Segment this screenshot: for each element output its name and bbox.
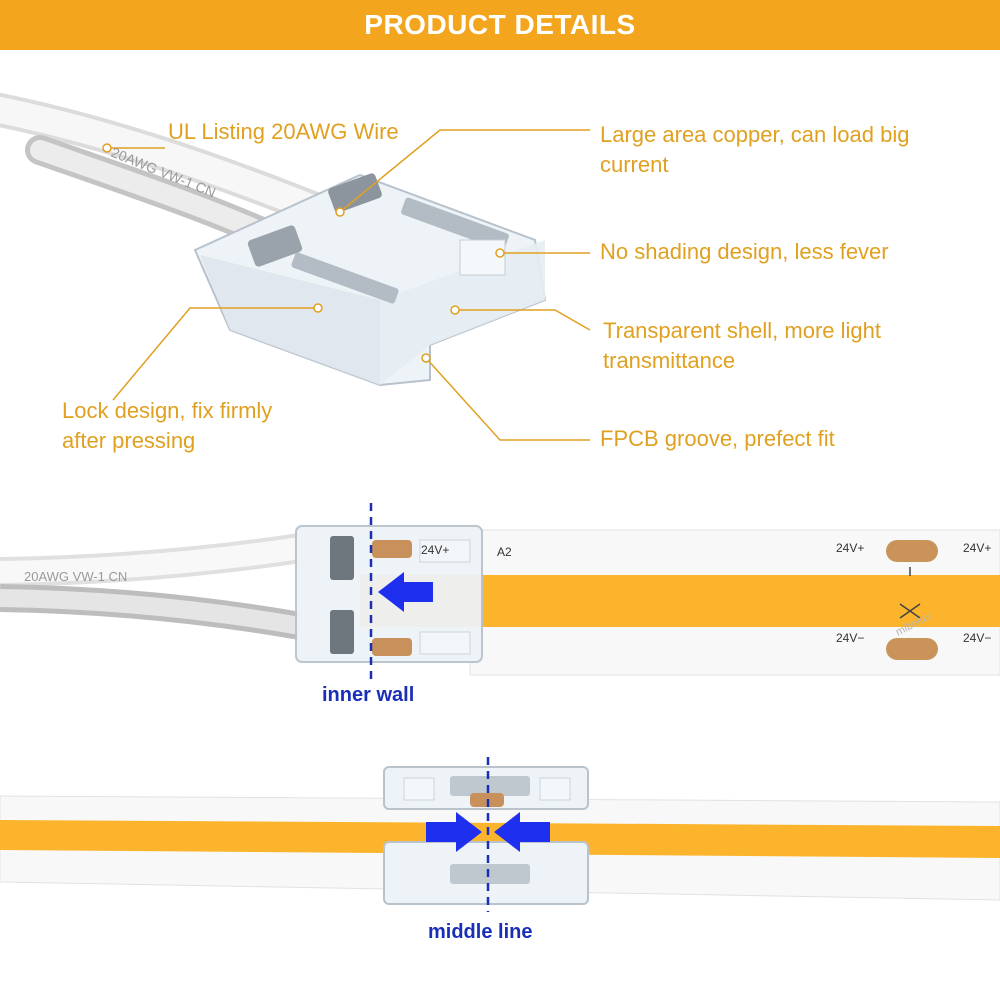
caption-middle-line: middle line — [428, 921, 533, 943]
pad-negative-label: 24V− — [963, 631, 991, 645]
leader-dots — [102, 143, 505, 363]
led-strip-middle — [360, 529, 1000, 676]
arrow-left-icon — [494, 812, 550, 852]
pad-negative-label: 24V− — [836, 631, 864, 645]
callout-lock-line2: after pressing — [62, 428, 196, 453]
pad-index-label: A2 — [497, 545, 512, 559]
callout-copper-line2: current — [600, 152, 669, 177]
callout-shading: No shading design, less fever — [600, 239, 889, 264]
page-title: PRODUCT DETAILS — [364, 9, 636, 40]
connector-top — [193, 173, 547, 387]
callout-shell-line2: transmittance — [603, 348, 736, 373]
callout-lock-line1: Lock design, fix firmly — [62, 398, 273, 423]
header-banner: PRODUCT DETAILS — [0, 0, 1000, 50]
pad-positive-label: 24V+ — [421, 543, 449, 557]
leader-lines — [107, 129, 591, 441]
pad-positive-label: 24V+ — [836, 541, 864, 555]
arrow-left-icon — [378, 572, 433, 612]
wire-print-middle: 20AWG VW-1 CN — [24, 569, 127, 584]
callout-copper-line1: Large area copper, can load big — [600, 122, 910, 147]
caption-inner-wall: inner wall — [322, 684, 415, 706]
connector-bottom — [383, 766, 589, 905]
callout-shell-line1: Transparent shell, more light — [603, 318, 881, 343]
callout-wire: UL Listing 20AWG Wire — [168, 119, 399, 144]
callout-groove: FPCB groove, prefect fit — [600, 426, 835, 451]
wires-middle — [0, 533, 303, 640]
arrow-right-icon — [426, 812, 482, 852]
pad-positive-label: 24V+ — [963, 541, 991, 555]
